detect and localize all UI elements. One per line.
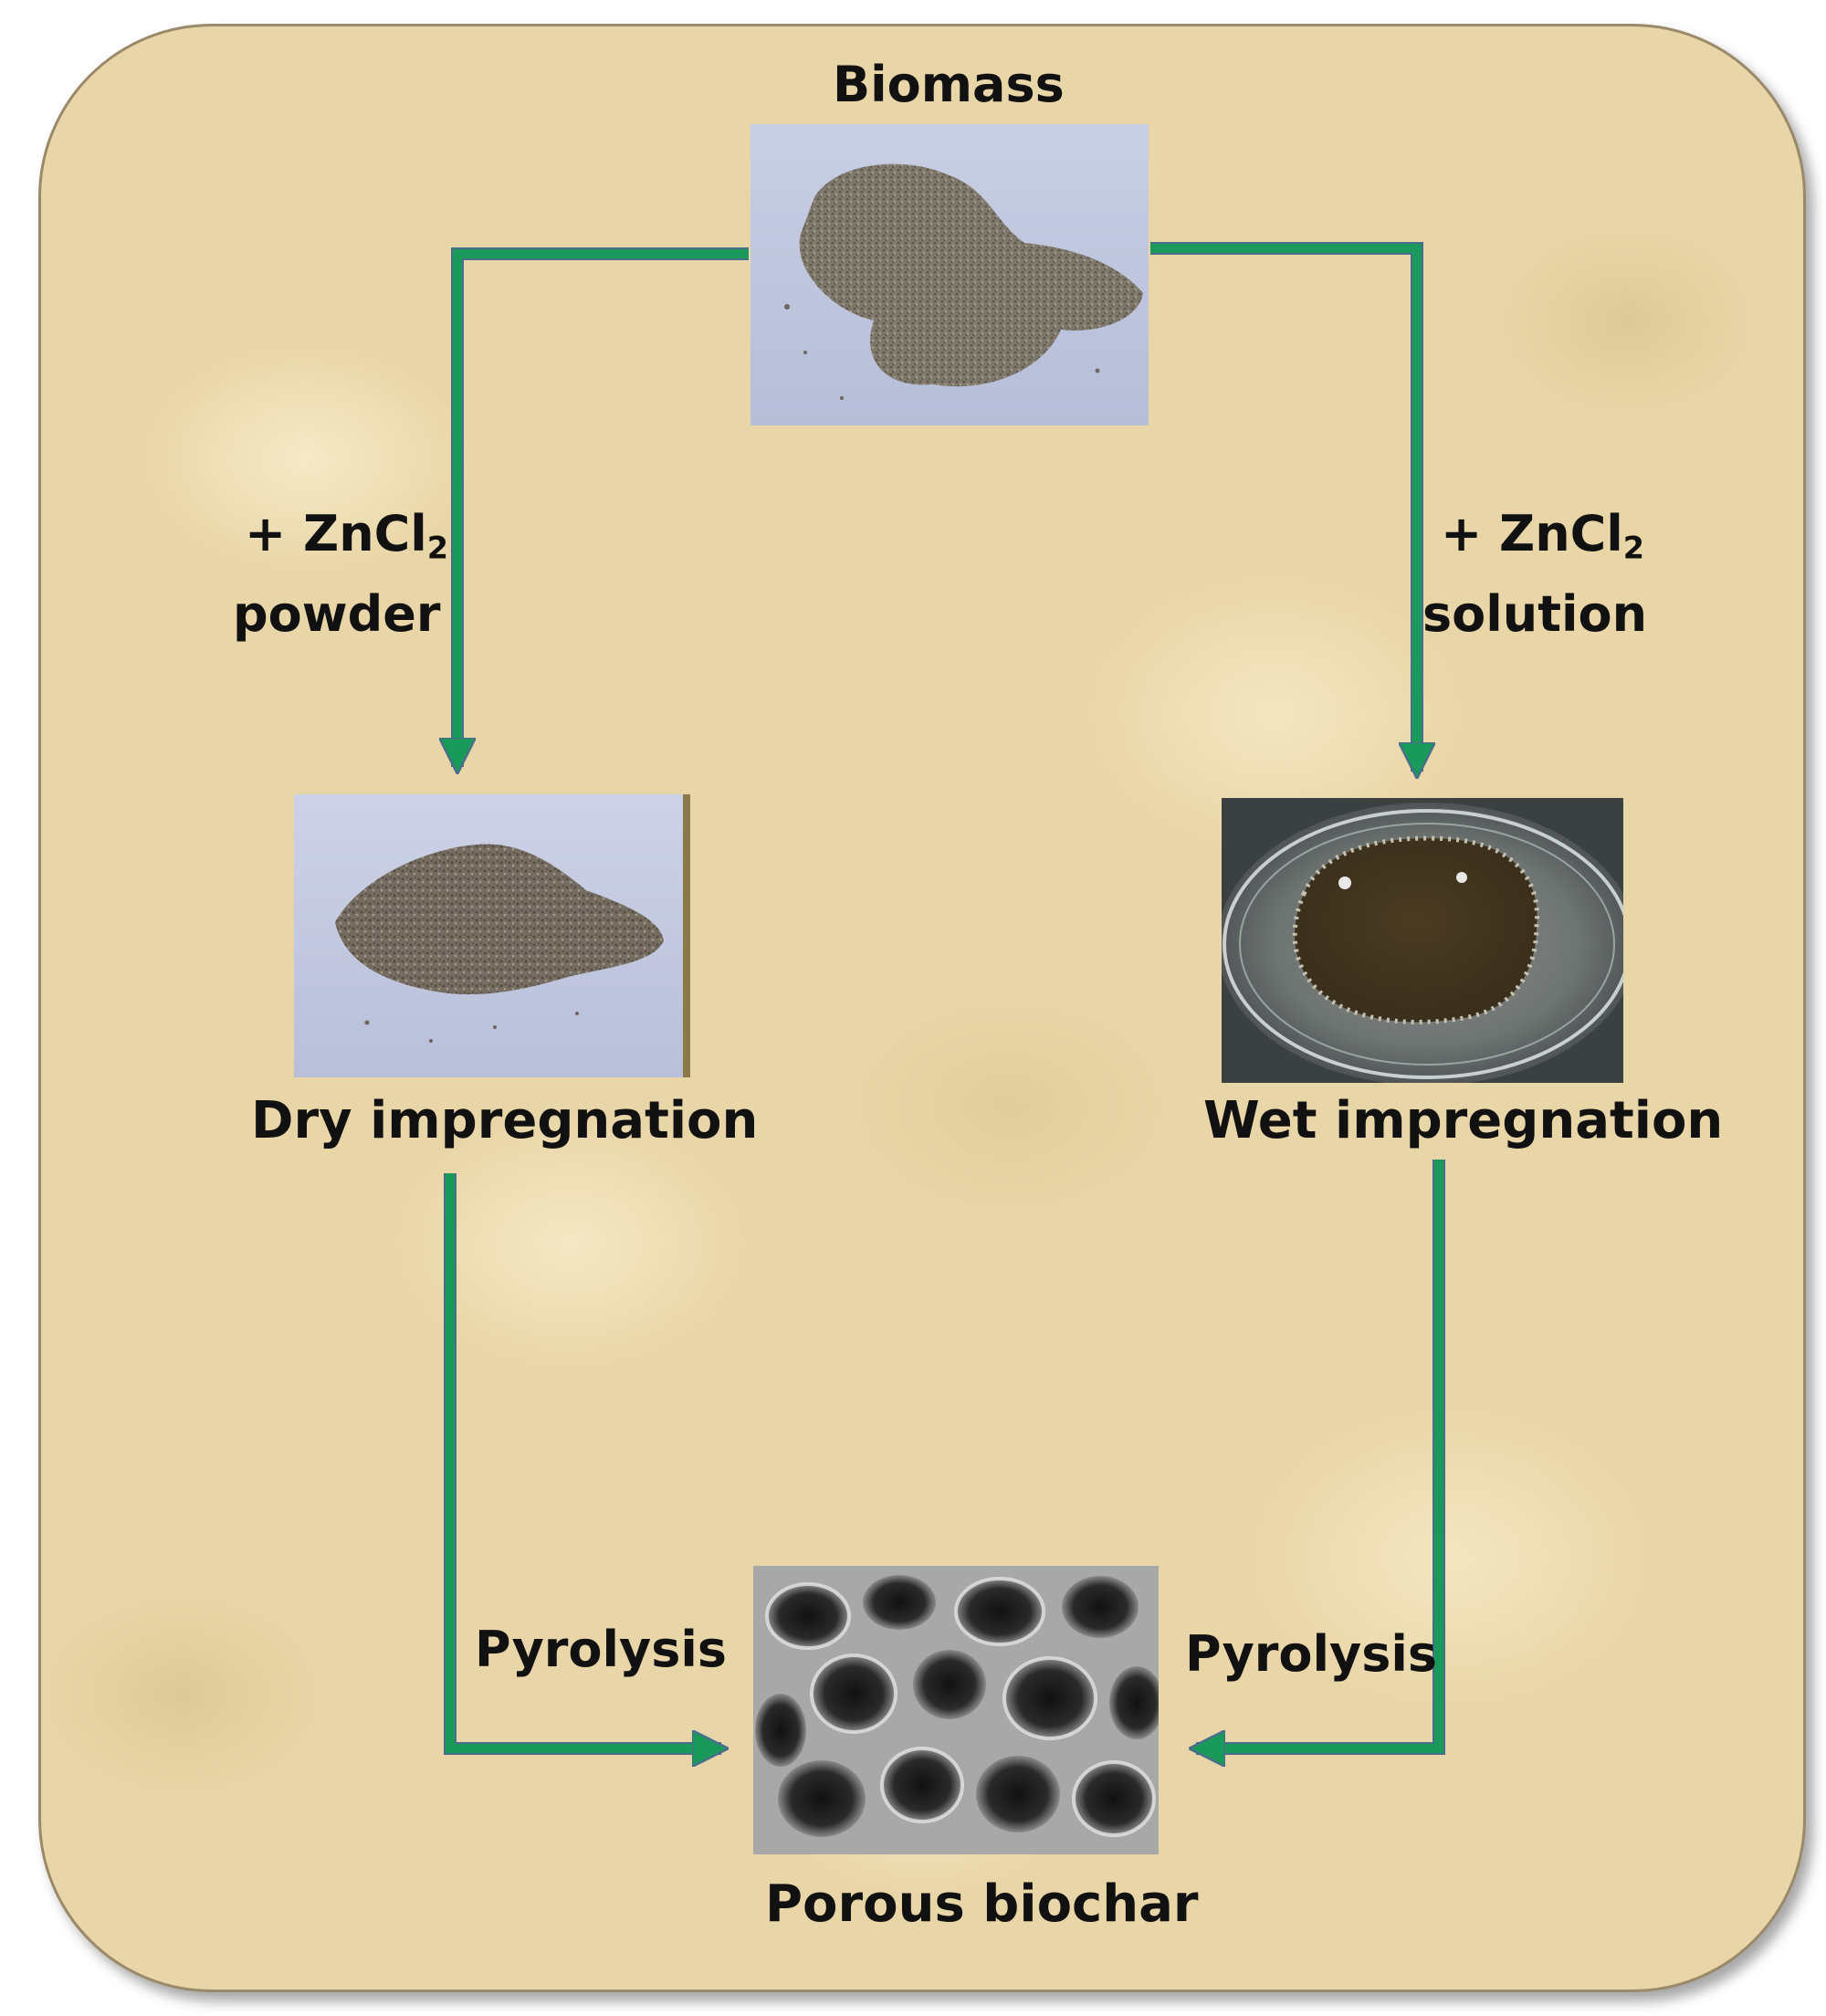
right-reagent-subscript: 2: [1622, 530, 1645, 566]
left-process-label: Pyrolysis: [475, 1621, 728, 1678]
dry-impregnation-label: Dry impregnation: [251, 1091, 759, 1150]
wet-impregnation-photo: [1222, 798, 1623, 1083]
left-reagent-prefix: + ZnCl: [245, 505, 427, 562]
left-reagent-subscript: 2: [426, 530, 449, 566]
left-reagent-form-label: powder: [233, 585, 441, 643]
right-reagent-label: + ZnCl2: [1441, 509, 1644, 563]
dry-impregnation-photo: [294, 794, 690, 1077]
wet-impregnation-label: Wet impregnation: [1203, 1091, 1724, 1150]
porous-biochar-photo: [753, 1566, 1159, 1854]
biomass-photo: [750, 124, 1149, 425]
biomass-label: Biomass: [833, 56, 1065, 113]
right-reagent-prefix: + ZnCl: [1441, 505, 1623, 562]
right-reagent-form-label: solution: [1422, 585, 1648, 643]
porous-biochar-label: Porous biochar: [765, 1874, 1199, 1934]
left-reagent-label: + ZnCl2: [245, 509, 448, 563]
right-process-label: Pyrolysis: [1185, 1625, 1438, 1683]
